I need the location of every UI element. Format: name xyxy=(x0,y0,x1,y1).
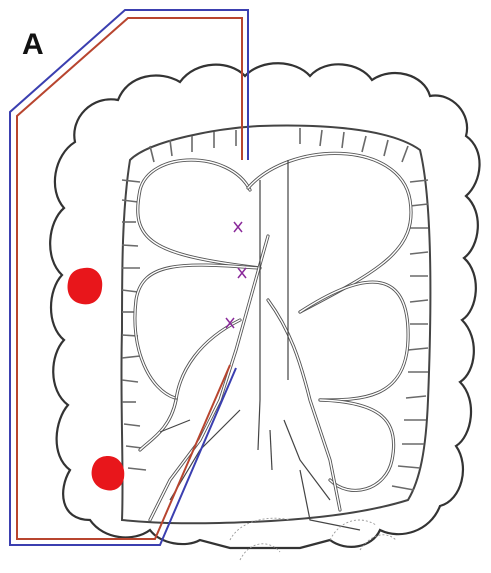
panel-label: A xyxy=(22,30,44,60)
colon-lumen xyxy=(121,126,430,524)
lesion-marker xyxy=(68,268,103,305)
